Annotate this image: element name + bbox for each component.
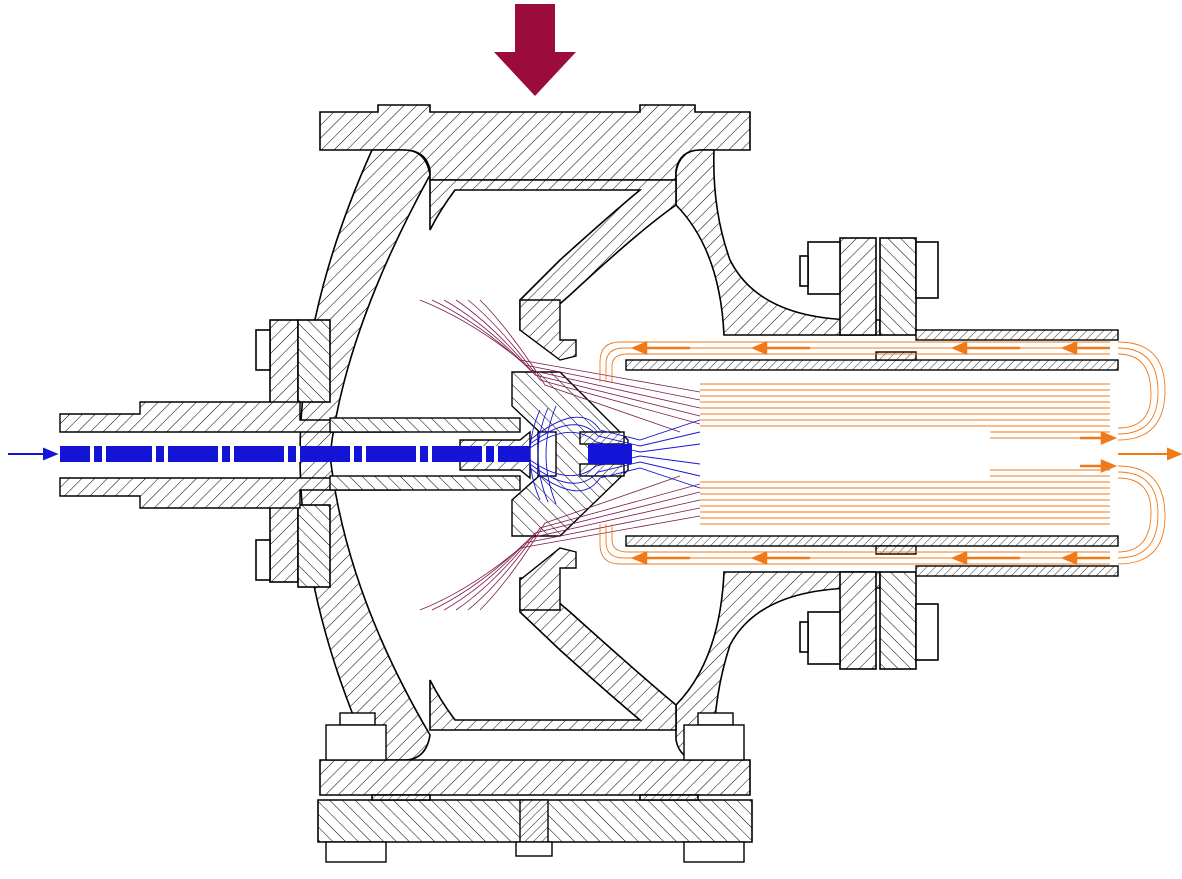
- gasket-right: [639, 794, 699, 801]
- upper-rib: [429, 179, 677, 331]
- injector-lance: [59, 401, 531, 509]
- gasket-left: [371, 794, 431, 801]
- nozzle-head: [511, 299, 629, 611]
- right-body-wall: [675, 149, 881, 336]
- outlet-pipe: [625, 329, 1119, 577]
- outlet-arrow: [1118, 447, 1182, 461]
- base-bolts: [325, 712, 745, 863]
- inner-flow: [60, 405, 701, 505]
- left-body-wall: [299, 149, 431, 761]
- outlet-flange-assembly: [799, 237, 939, 670]
- injector-inlet-arrow: [8, 447, 59, 461]
- main-inlet-arrow: [494, 4, 576, 96]
- bottom-flange: [319, 759, 751, 796]
- outer-flow: [599, 341, 1166, 565]
- spray-lines: [419, 299, 701, 611]
- lower-rib: [429, 577, 677, 731]
- outer-flow-arrows: [630, 341, 1118, 565]
